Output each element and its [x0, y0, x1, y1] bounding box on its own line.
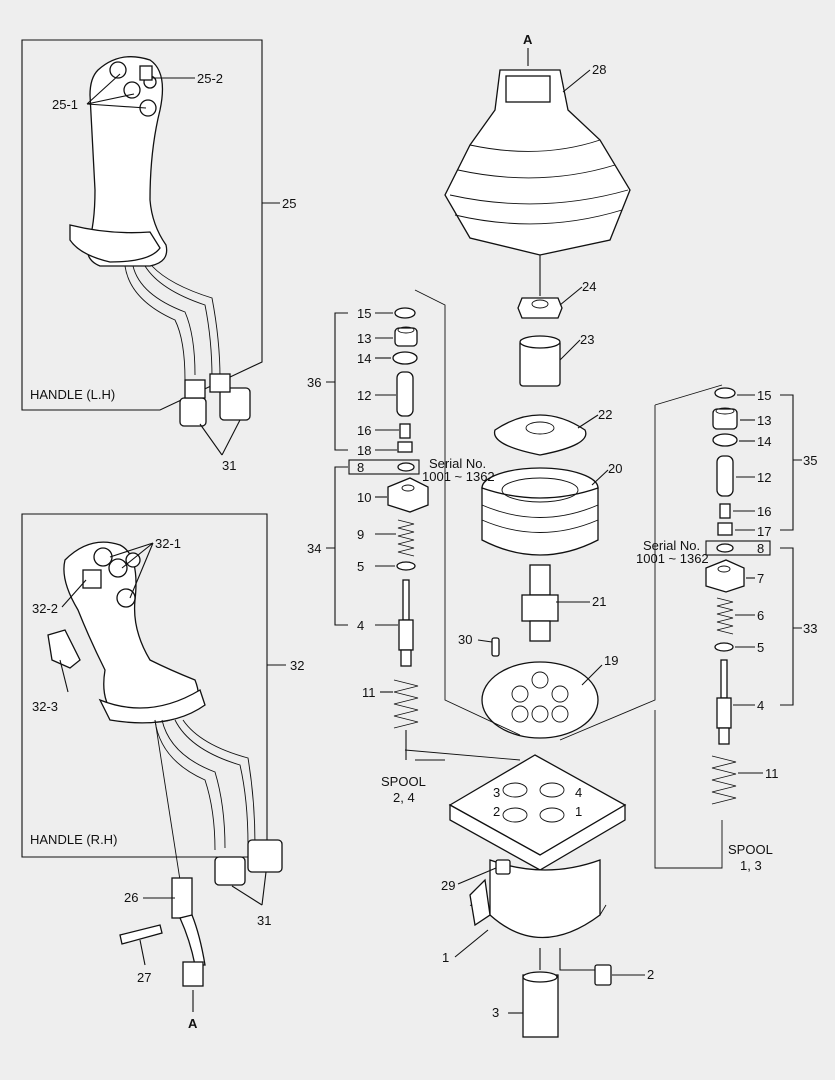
callout-7: 7 [757, 571, 764, 586]
callout-2: 2 [647, 967, 654, 982]
callout-19: 19 [604, 653, 618, 668]
callout-3: 3 [492, 1005, 499, 1020]
port-2: 2 [493, 804, 500, 819]
callout-18: 18 [357, 443, 371, 458]
serial-note-left-1: Serial No. [429, 456, 486, 471]
callout-21: 21 [592, 594, 606, 609]
callout-4-left: 4 [357, 618, 364, 633]
callout-30: 30 [458, 632, 472, 647]
section-mark-a-bottom: A [188, 1016, 198, 1031]
callout-14-right: 14 [757, 434, 771, 449]
callout-25: 25 [282, 196, 296, 211]
callout-24: 24 [582, 279, 596, 294]
port-1: 1 [575, 804, 582, 819]
callout-9: 9 [357, 527, 364, 542]
callout-5-right: 5 [757, 640, 764, 655]
callout-34: 34 [307, 541, 321, 556]
serial-note-right-2: 1001 ~ 1362 [636, 551, 709, 566]
spool-left-2: 2, 4 [393, 790, 415, 805]
callout-31-bottom: 31 [257, 913, 271, 928]
callout-35: 35 [803, 453, 817, 468]
callout-32-1: 32-1 [155, 536, 181, 551]
spool-right-2: 1, 3 [740, 858, 762, 873]
handle-rh-panel: HANDLE (R.H) 32 32-1 32-2 32-3 31 [21, 513, 304, 1031]
spool-right-1: SPOOL [728, 842, 773, 857]
callout-14-left: 14 [357, 351, 371, 366]
callout-6: 6 [757, 608, 764, 623]
section-mark-a-top: A [523, 32, 533, 47]
callout-23: 23 [580, 332, 594, 347]
handle-rh-label: HANDLE (R.H) [30, 832, 117, 847]
callout-13-left: 13 [357, 331, 371, 346]
handle-lh-label: HANDLE (L.H) [30, 387, 115, 402]
callout-32-3: 32-3 [32, 699, 58, 714]
callout-11-right: 11 [765, 766, 779, 781]
left-spool-column: 15 13 14 12 16 18 36 8 Serial No. 1001 ~… [307, 289, 521, 805]
callout-16-right: 16 [757, 504, 771, 519]
serial-note-right-1: Serial No. [643, 538, 700, 553]
callout-25-2: 25-2 [197, 71, 223, 86]
callout-36: 36 [307, 375, 321, 390]
callout-5-left: 5 [357, 559, 364, 574]
center-stack: A 28 24 23 22 20 21 [441, 32, 654, 1038]
callout-11-left: 11 [362, 685, 376, 700]
right-spool-column: 15 13 14 12 16 17 35 Serial No. 1001 ~ 1… [559, 384, 817, 873]
callout-20: 20 [608, 461, 622, 476]
port-3: 3 [493, 785, 500, 800]
callout-29: 29 [441, 878, 455, 893]
callout-28: 28 [592, 62, 606, 77]
callout-12-left: 12 [357, 388, 371, 403]
spool-left-1: SPOOL [381, 774, 426, 789]
callout-27: 27 [137, 970, 151, 985]
callout-16-left: 16 [357, 423, 371, 438]
handle-lh-panel: HANDLE (L.H) 25 25-2 25-1 31 [21, 39, 296, 473]
callout-25-1: 25-1 [52, 97, 78, 112]
callout-4-right: 4 [757, 698, 764, 713]
callout-31-top: 31 [222, 458, 236, 473]
callout-33: 33 [803, 621, 817, 636]
callout-10: 10 [357, 490, 371, 505]
callout-12-right: 12 [757, 470, 771, 485]
callout-1: 1 [442, 950, 449, 965]
callout-32: 32 [290, 658, 304, 673]
callout-13-right: 13 [757, 413, 771, 428]
callout-26: 26 [124, 890, 138, 905]
callout-22: 22 [598, 407, 612, 422]
callout-15-right: 15 [757, 388, 771, 403]
callout-8-left: 8 [357, 460, 364, 475]
port-4: 4 [575, 785, 582, 800]
callout-32-2: 32-2 [32, 601, 58, 616]
callout-8-right: 8 [757, 541, 764, 556]
callout-15-left: 15 [357, 306, 371, 321]
callout-17: 17 [757, 524, 771, 539]
serial-note-left-2: 1001 ~ 1362 [422, 469, 495, 484]
